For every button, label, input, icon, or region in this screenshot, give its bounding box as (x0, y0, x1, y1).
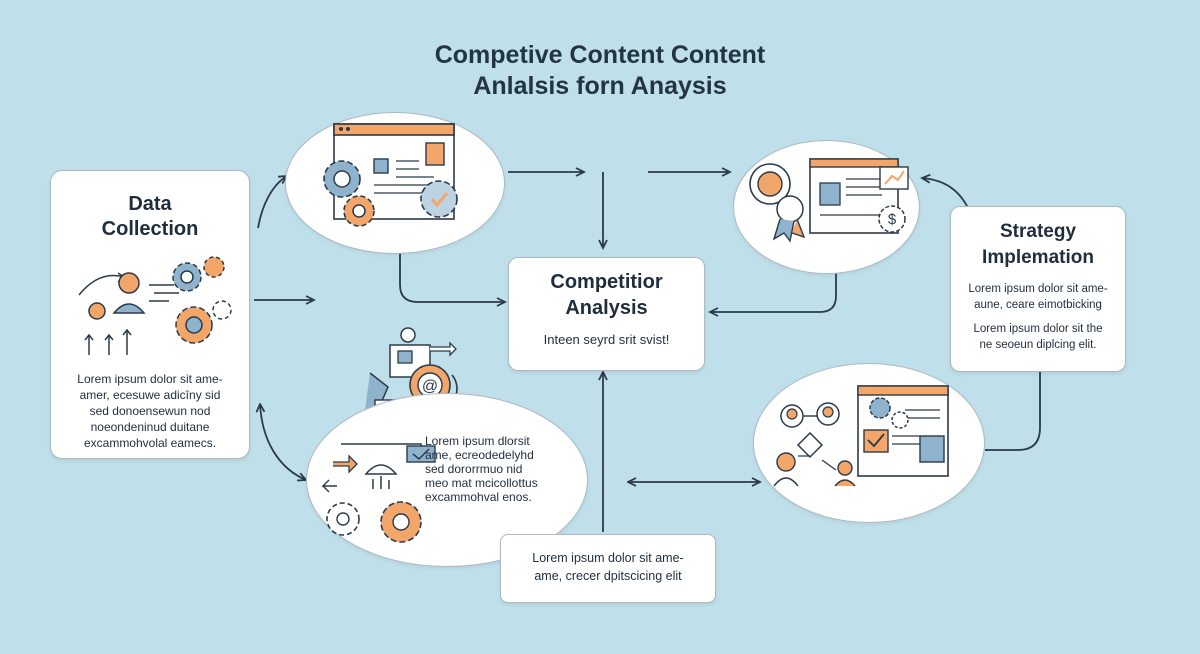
arrow-data-to-top-bubble (257, 174, 289, 229)
diagram-title-line2: Anlalsis forn Anaysis (473, 72, 727, 100)
gear-icon (203, 256, 225, 278)
competitor-analysis-card: Competitior Analysis Inteen seyrd srit s… (508, 257, 705, 371)
gear-icon (380, 501, 422, 543)
gear-icon (326, 502, 360, 536)
strategy-implementation-card: Strategy Implemation Lorem ipsum dolor s… (950, 206, 1126, 372)
gear-icon (323, 160, 361, 198)
award-ribbon-icon (772, 195, 806, 243)
data-collection-text-line: noeondeninud duitane (90, 420, 210, 434)
strategy-text-line: ne seoeun diplcing elit. (979, 339, 1097, 351)
strategy-text-1: Lorem ipsum dolor sit ame- aune, ceare e… (953, 281, 1123, 313)
bubble-text-line: excammohval enos. (425, 490, 532, 504)
strategy-text-2: Lorem ipsum dolor sit the ne seoeun dipl… (953, 321, 1123, 353)
svg-text:@: @ (422, 378, 438, 395)
user-icon (400, 327, 416, 343)
data-collection-text-line: Lorem ipsum dolor sit ame- (77, 372, 223, 386)
bubble-text-line: Lorem ipsum dlorsit (425, 434, 530, 448)
bubble-team-workflow-illustration (773, 385, 949, 487)
gear-icon (869, 397, 891, 419)
bubble-process-illustration (321, 443, 436, 543)
arrow-icon (333, 454, 358, 474)
gear-icon (175, 306, 213, 344)
arrow-data-bidirectional-down (260, 404, 306, 480)
competitor-analysis-heading-1: Competitior (550, 271, 663, 293)
competitor-analysis-heading-2: Analysis (565, 297, 648, 319)
document-icon (857, 385, 949, 477)
bubble-content-tools-illustration (323, 123, 458, 227)
strategy-text-line: Lorem ipsum dolor sit the (973, 323, 1103, 335)
checkmark-icon (420, 180, 458, 218)
bubble-text-line: meo mat mcicollottus (425, 476, 538, 490)
competitor-analysis-text: Inteen seyrd srit svist! (543, 332, 670, 347)
arrow-top-left-to-center (399, 252, 508, 307)
team-icon (773, 402, 856, 487)
gear-icon (172, 262, 202, 292)
strategy-text-line: Lorem ipsum dolor sit ame- (968, 283, 1108, 295)
bottom-note-line: ame, crecer dpitscicing elit (534, 569, 682, 583)
bottom-note-text: Lorem ipsum dolor sit ame- ame, crecer d… (501, 549, 715, 585)
bubble-competitor-research-illustration: $ (749, 158, 909, 243)
strategy-text-line: aune, ceare eimotbicking (974, 299, 1102, 311)
data-collection-text-line: amer, ecesuwe adicîny sid (79, 388, 221, 402)
arrow-strategy-to-bottom-right (985, 372, 1041, 451)
magnifier-icon (749, 163, 791, 205)
data-collection-text-line: excammohvolal eamecs. (83, 436, 217, 450)
bubble-content-tools (285, 112, 505, 254)
bottom-note-card: Lorem ipsum dolor sit ame- ame, crecer d… (500, 534, 716, 603)
bubble-team-workflow (753, 363, 985, 523)
bottom-note-line: Lorem ipsum dolor sit ame- (532, 551, 684, 565)
bubble-text-line: sed dororrmuo nid (425, 462, 523, 476)
data-collection-text: Lorem ipsum dolor sit ame- amer, ecesuwe… (57, 371, 243, 451)
arrow-icon (78, 274, 125, 296)
strategy-heading-1: Strategy (999, 221, 1077, 242)
strategy-heading-2: Implemation (982, 247, 1094, 268)
data-collection-illustration (78, 256, 232, 355)
gear-icon (343, 195, 375, 227)
gear-icon (891, 411, 909, 429)
svg-text:$: $ (888, 211, 897, 228)
chart-icon (879, 166, 909, 190)
dollar-icon: $ (878, 205, 906, 233)
arrow-top-right-to-center (707, 272, 837, 317)
data-collection-card: Data Collection Lorem (50, 170, 250, 459)
bubble-process-text-block: Lorem ipsum dlorsit ame, ecreodedelyhd s… (425, 434, 575, 504)
user-icon (112, 272, 146, 314)
diagram-title-line1: Competive Content Content (434, 41, 766, 69)
bubble-competitor-research: $ (733, 140, 920, 274)
gear-icon (212, 300, 232, 320)
bubble-text-line: ame, ecreodedelyhd (425, 448, 534, 462)
data-collection-text-line: sed donoensewun nod (89, 404, 211, 418)
data-collection-heading-1: Data (128, 193, 172, 215)
data-collection-heading-2: Collection (101, 218, 199, 240)
